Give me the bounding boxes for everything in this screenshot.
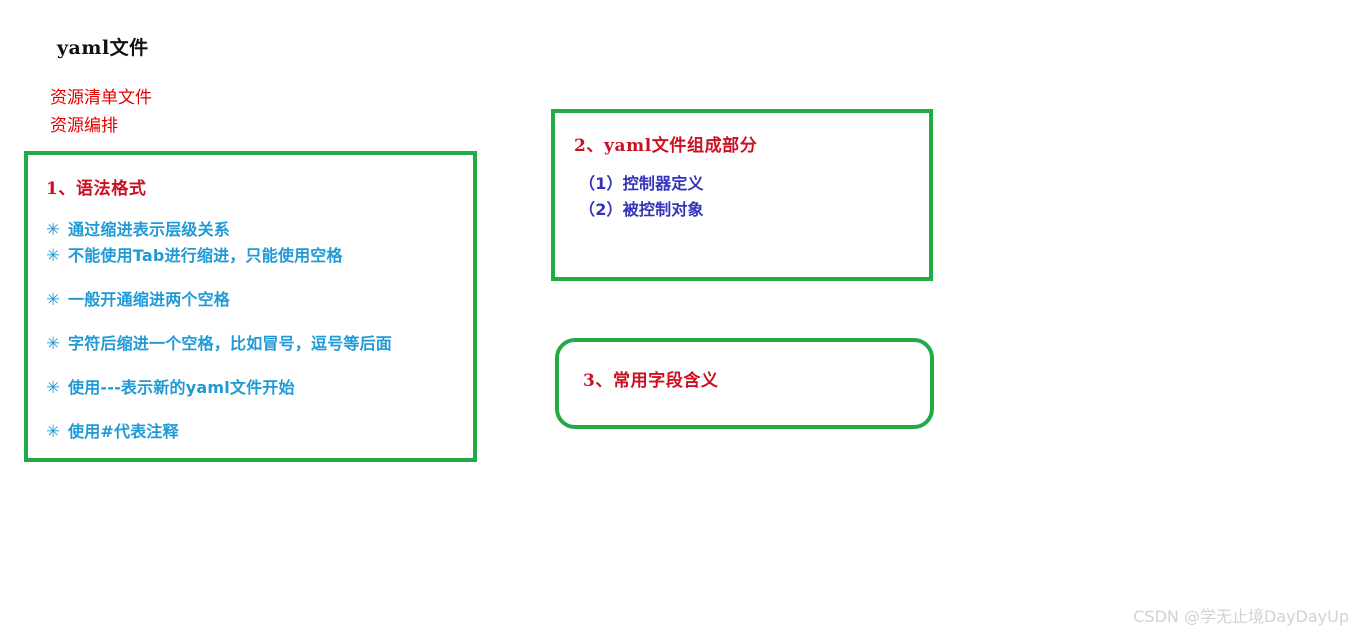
asterisk-bullet-icon: ✳: [46, 290, 61, 310]
parts-box: 2、yaml文件组成部分 （1）控制器定义 （2）被控制对象: [551, 109, 933, 281]
list-item: ✳ 使用---表示新的yaml文件开始: [46, 375, 479, 401]
syntax-box-heading: 1、语法格式: [46, 179, 147, 199]
page-title: yaml文件: [57, 37, 149, 59]
note-line: 资源清单文件: [50, 88, 152, 108]
list-item: ✳ 使用#代表注释: [46, 419, 479, 445]
list-item-label: 字符后缩进一个空格，比如冒号，逗号等后面: [68, 334, 393, 353]
list-item: ✳ 通过缩进表示层级关系: [46, 217, 479, 243]
syntax-box: 1、语法格式 ✳ 通过缩进表示层级关系 ✳ 不能使用Tab进行缩进，只能使用空格…: [24, 151, 477, 462]
asterisk-bullet-icon: ✳: [46, 220, 61, 240]
list-item: ✳ 不能使用Tab进行缩进，只能使用空格: [46, 243, 479, 269]
list-item-label: 通过缩进表示层级关系: [68, 220, 231, 239]
list-item: （1）控制器定义: [579, 174, 704, 193]
asterisk-bullet-icon: ✳: [46, 422, 61, 442]
list-item-label: 使用#代表注释: [68, 422, 179, 441]
notes-block: 资源清单文件 资源编排: [50, 84, 152, 140]
fields-box-heading: 3、常用字段含义: [583, 371, 719, 391]
asterisk-bullet-icon: ✳: [46, 378, 61, 398]
syntax-bullet-list: ✳ 通过缩进表示层级关系 ✳ 不能使用Tab进行缩进，只能使用空格 ✳ 一般开通…: [46, 217, 479, 445]
list-item-label: 使用---表示新的yaml文件开始: [68, 378, 295, 397]
asterisk-bullet-icon: ✳: [46, 246, 61, 266]
list-item: ✳ 字符后缩进一个空格，比如冒号，逗号等后面: [46, 331, 479, 357]
note-line: 资源编排: [50, 116, 118, 136]
list-item: ✳ 一般开通缩进两个空格: [46, 287, 479, 313]
asterisk-bullet-icon: ✳: [46, 334, 61, 354]
list-item-label: 不能使用Tab进行缩进，只能使用空格: [68, 246, 343, 265]
list-item-label: 一般开通缩进两个空格: [68, 290, 231, 309]
fields-box: 3、常用字段含义: [555, 338, 934, 429]
list-item: （2）被控制对象: [579, 200, 704, 219]
parts-box-heading: 2、yaml文件组成部分: [574, 136, 758, 156]
parts-item-list: （1）控制器定义 （2）被控制对象: [579, 171, 704, 223]
csdn-watermark: CSDN @学无止境DayDayUp: [1133, 607, 1349, 626]
